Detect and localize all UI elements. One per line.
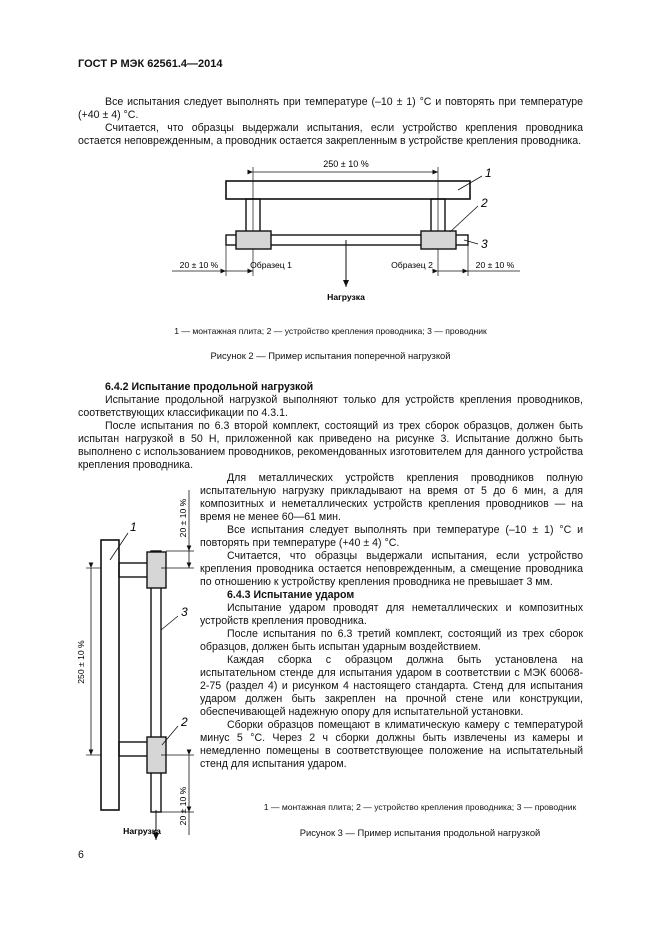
dim-label-250: 250 ± 10 % (323, 159, 368, 169)
mounting-plate-vertical (100, 539, 120, 811)
figure-3-legend: 1 — монтажная плита; 2 — устройство креп… (263, 802, 577, 812)
section-6-4-2-p2: После испытания по 6.3 второй комплект, … (78, 420, 583, 471)
dim-label-250-vertical: 250 ± 10 % (76, 640, 86, 684)
clamp-top (146, 551, 167, 589)
section-6-4-2-p4: Все испытания следует выполнять при темп… (200, 524, 583, 549)
post-top (118, 562, 152, 578)
paragraph-pass-criteria: Считается, что образцы выдержали испытан… (78, 122, 583, 147)
callout-2: 2 (480, 196, 488, 210)
figure-2-legend: 1 — монтажная плита; 2 — устройство креп… (174, 326, 487, 336)
callout-3: 3 (481, 237, 488, 251)
dim-label-20-top: 20 ± 10 % (178, 498, 188, 537)
label-load-fig3: Нагрузка (123, 826, 161, 836)
section-6-4-3-p3: Каждая сборка с образцом должна быть уст… (200, 654, 583, 718)
figure-3-diagram: 20 ± 10 % 250 ± 10 % 20 ± 10 % Нагрузка … (76, 490, 194, 840)
section-6-4-2-p1: Испытание продольной нагрузкой выполняют… (78, 394, 583, 419)
section-6-4-3-p4: Сборки образцов помещают в климатическую… (200, 719, 583, 770)
page-number: 6 (78, 849, 84, 861)
dim-label-20-bottom: 20 ± 10 % (178, 786, 188, 825)
label-sample-2: Образец 2 (391, 260, 433, 270)
figure-2-diagram: 250 ± 10 % 20 ± 10 % 20 ± 10 % Образец 1… (172, 159, 520, 302)
mounting-plate (225, 180, 471, 200)
label-sample-1: Образец 1 (250, 260, 292, 270)
figure-3-caption: Рисунок 3 — Пример испытания продольной … (299, 827, 541, 838)
clamp-sample-2 (420, 230, 457, 250)
document-header: ГОСТ Р МЭК 62561.4—2014 (78, 58, 223, 70)
callout-1-fig3: 1 (130, 520, 137, 534)
figure-2-caption: Рисунок 2 — Пример испытания поперечной … (210, 350, 451, 361)
callout-3-fig3: 3 (181, 605, 188, 619)
label-load: Нагрузка (327, 292, 365, 302)
conductor (225, 234, 469, 246)
clamp-sample-1 (235, 230, 272, 250)
section-6-4-3-p2: После испытания по 6.3 третий комплект, … (200, 628, 583, 653)
callout-1: 1 (485, 166, 492, 180)
section-6-4-3-p1: Испытание ударом проводят для неметаллич… (200, 602, 583, 627)
section-6-4-2-p3: Для металлических устройств крепления пр… (200, 472, 583, 523)
section-6-4-3-heading: 6.4.3 Испытание ударом (227, 589, 355, 601)
post-bottom (118, 741, 152, 757)
callout-2-fig3: 2 (180, 715, 188, 729)
section-6-4-2-heading: 6.4.2 Испытание продольной нагрузкой (105, 381, 314, 393)
paragraph-temperature: Все испытания следует выполнять при темп… (78, 96, 583, 121)
dim-label-20-right: 20 ± 10 % (476, 260, 515, 270)
section-6-4-2-p5: Считается, что образцы выдержали испытан… (200, 550, 583, 588)
dim-label-20-left: 20 ± 10 % (180, 260, 219, 270)
